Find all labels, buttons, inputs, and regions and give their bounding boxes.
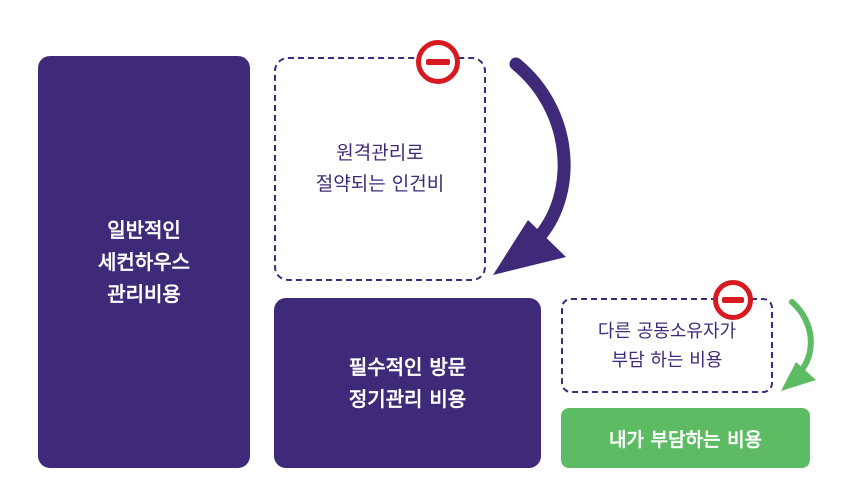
essential-visit-label: 필수적인 방문 정기관리 비용	[348, 355, 467, 411]
curved-arrow-down-icon	[493, 57, 571, 275]
remote-savings-label: 원격관리로 절약되는 인건비	[315, 142, 445, 195]
essential-visit-cost-box: 필수적인 방문 정기관리 비용	[274, 298, 541, 468]
my-share-box: 내가 부담하는 비용	[561, 408, 810, 468]
my-share-label: 내가 부담하는 비용	[608, 428, 763, 451]
minus-circle-icon	[416, 40, 460, 84]
minus-circle-icon	[713, 280, 753, 320]
remote-savings-box: 원격관리로 절약되는 인건비	[274, 57, 486, 281]
general-cost-label: 일반적인 세컨하우스 관리비용	[98, 218, 190, 306]
coowner-share-label: 다른 공동소유자가 부담 하는 비용	[597, 320, 737, 371]
general-secondhouse-cost-box: 일반적인 세컨하우스 관리비용	[38, 56, 250, 468]
curved-arrow-down-icon	[781, 299, 816, 391]
